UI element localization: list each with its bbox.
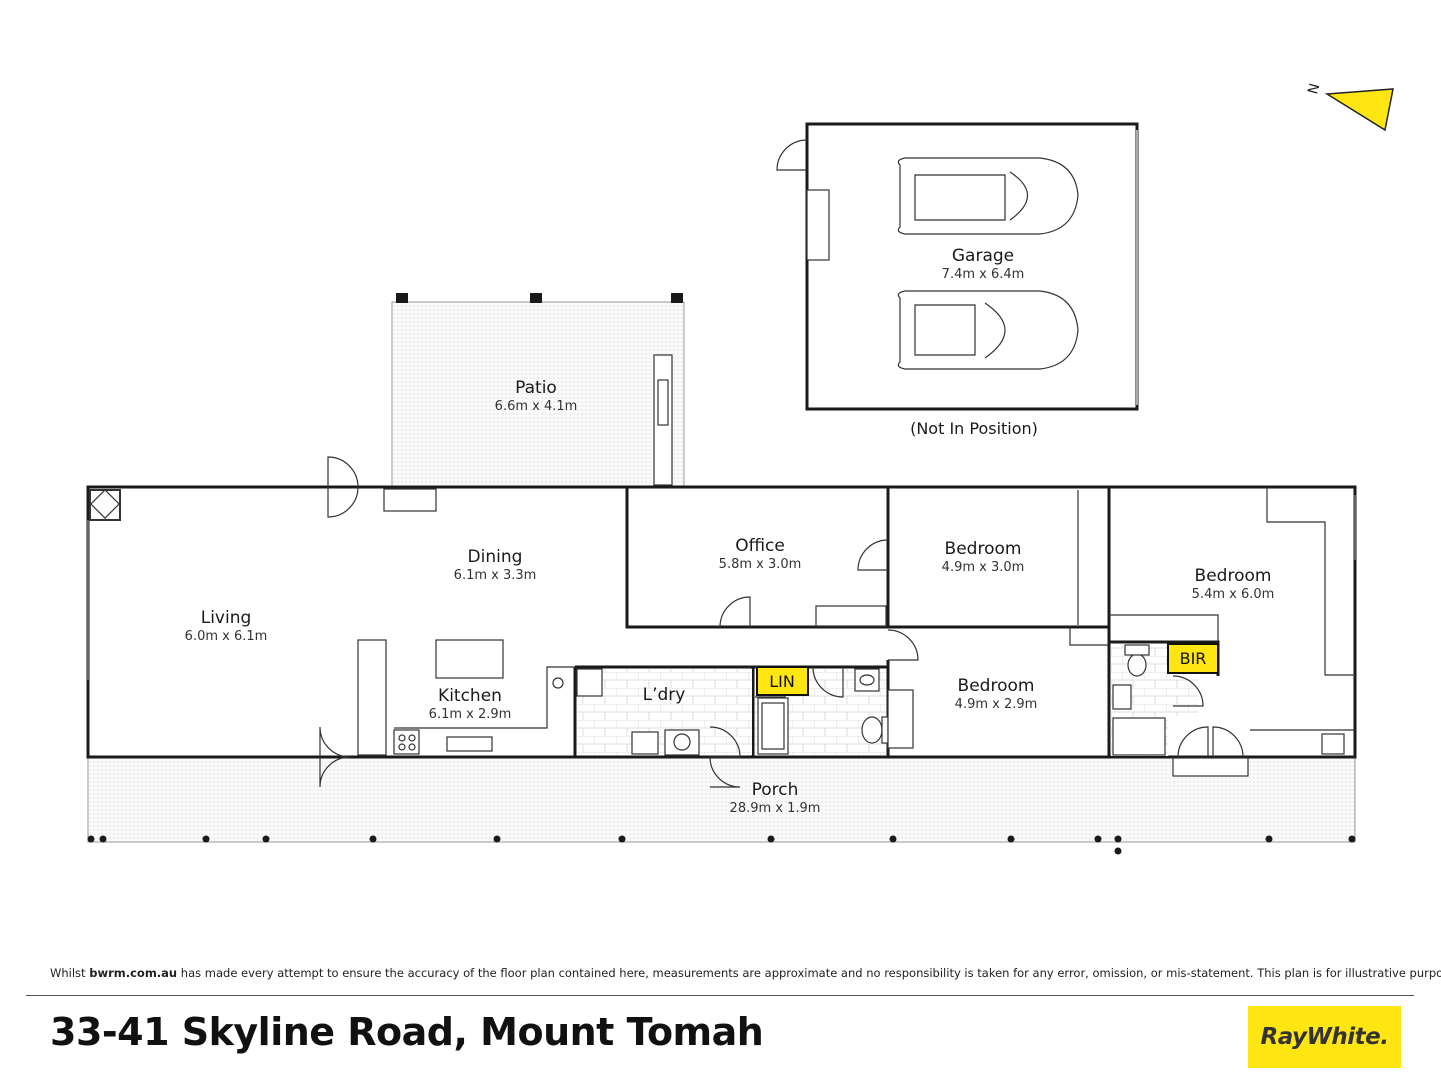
disclaimer-post: has made every attempt to ensure the acc…	[177, 966, 1441, 980]
doors	[319, 456, 1244, 788]
room-dims-garage: 7.4m x 6.4m	[942, 267, 1025, 282]
room-name-bedroom-2: Bedroom	[1195, 566, 1272, 586]
disclaimer: Whilst bwrm.com.au has made every attemp…	[50, 966, 1441, 980]
disclaimer-site: bwrm.com.au	[89, 966, 178, 980]
room-name-living: Living	[201, 608, 252, 628]
lin-tag-label: LIN	[769, 672, 795, 691]
raywhite-logo-text: RayWhite.	[1260, 1024, 1389, 1050]
car-icon	[897, 157, 1079, 235]
room-name-office: Office	[735, 536, 785, 556]
floor-plan: N Garage 7.4m x 6.4m (Not In Position) P…	[86, 82, 1394, 855]
room-dims-patio: 6.6m x 4.1m	[495, 399, 578, 414]
room-name-kitchen: Kitchen	[438, 686, 502, 706]
bir-tag: BIR	[1167, 643, 1219, 674]
room-name-porch: Porch	[752, 780, 799, 800]
room-dims-office: 5.8m x 3.0m	[719, 557, 802, 572]
compass-label: N	[1305, 82, 1323, 96]
room-dims-living: 6.0m x 6.1m	[185, 629, 268, 644]
garage: Garage 7.4m x 6.4m (Not In Position)	[776, 122, 1139, 438]
room-name-garage: Garage	[952, 246, 1014, 266]
room-dims-dining: 6.1m x 3.3m	[454, 568, 537, 583]
north-arrow-icon: N	[1305, 82, 1394, 132]
room-dims-porch: 28.9m x 1.9m	[730, 801, 821, 816]
car-icon	[897, 290, 1079, 370]
raywhite-logo: RayWhite.	[1248, 1006, 1401, 1068]
room-dims-bedroom-2: 5.4m x 6.0m	[1192, 587, 1275, 602]
disclaimer-pre: Whilst	[50, 966, 90, 980]
room-dims-bedroom-3: 4.9m x 2.9m	[955, 697, 1038, 712]
house-walls	[86, 485, 1357, 759]
lin-tag: LIN	[756, 666, 809, 696]
property-address: 33-41 Skyline Road, Mount Tomah	[50, 1010, 764, 1054]
room-name-bedroom-3: Bedroom	[958, 676, 1035, 696]
footer-divider	[26, 995, 1414, 996]
room-name-dining: Dining	[468, 547, 523, 567]
room-name-patio: Patio	[515, 378, 557, 398]
room-dims-kitchen: 6.1m x 2.9m	[429, 707, 512, 722]
garage-note: (Not In Position)	[910, 419, 1038, 438]
patio: Patio 6.6m x 4.1m	[391, 293, 685, 488]
room-dims-bedroom-1: 4.9m x 3.0m	[942, 560, 1025, 575]
porch: Porch 28.9m x 1.9m	[87, 756, 1356, 855]
fixtures	[89, 488, 1345, 777]
room-name-bedroom-1: Bedroom	[945, 539, 1022, 559]
room-name-laundry: L’dry	[643, 685, 686, 705]
bir-tag-label: BIR	[1180, 649, 1207, 668]
